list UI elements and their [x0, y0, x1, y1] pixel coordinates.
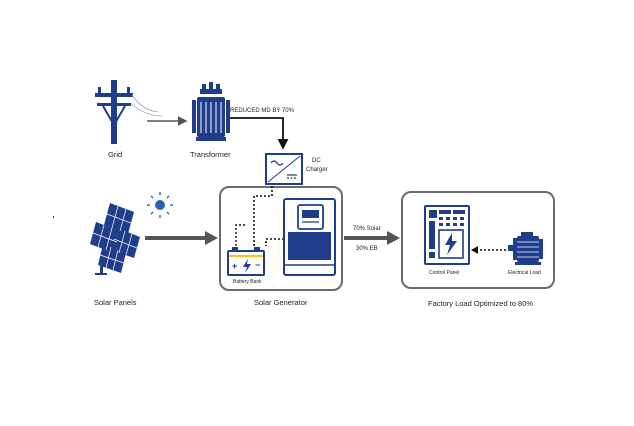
dc-label: DC	[312, 158, 321, 164]
reduced-md-label: REDUCED MD BY 70%	[230, 108, 294, 114]
transformer-to-charger-line	[230, 117, 289, 150]
inverter-to-battery-dotted-line	[265, 238, 284, 246]
svg-text:−: −	[255, 260, 260, 270]
solar-generator-label: Solar Generator	[254, 298, 308, 307]
inverter-icon	[283, 198, 336, 276]
panels-to-generator-arrowhead	[205, 231, 218, 245]
power-pole-icon	[95, 80, 163, 144]
factory-load-label: Factory Load Optimized to 80%	[428, 299, 534, 308]
solar-panels-icon	[90, 203, 140, 275]
load-to-panel-arrowhead	[471, 246, 478, 254]
charger-label: Charger	[306, 167, 328, 173]
svg-text:+: +	[232, 261, 237, 271]
transformer-label: Transformer	[190, 150, 231, 159]
generator-internal-dotted-line	[235, 224, 245, 246]
battery-icon: + −	[227, 247, 265, 276]
dc-charger-icon	[265, 153, 303, 185]
electrical-load-label: Electrical Load	[508, 270, 541, 276]
grid-label: Grid	[108, 150, 123, 159]
control-panel-label: Control Panel	[429, 270, 460, 276]
generator-to-factory-arrowhead	[387, 231, 400, 245]
edge-mark-left	[53, 216, 54, 218]
eb-share-label: 30% EB	[356, 246, 378, 252]
control-panel-icon	[424, 205, 470, 265]
solar-panels-label: Solar Panels	[94, 298, 137, 307]
charger-to-battery-dotted-line	[253, 186, 273, 246]
transformer-icon	[192, 82, 230, 141]
battery-bank-label: Battery Bank	[233, 279, 262, 285]
motor-icon	[508, 232, 543, 265]
solar-share-label: 70% Solar	[353, 226, 381, 232]
sun-icon	[147, 192, 173, 218]
